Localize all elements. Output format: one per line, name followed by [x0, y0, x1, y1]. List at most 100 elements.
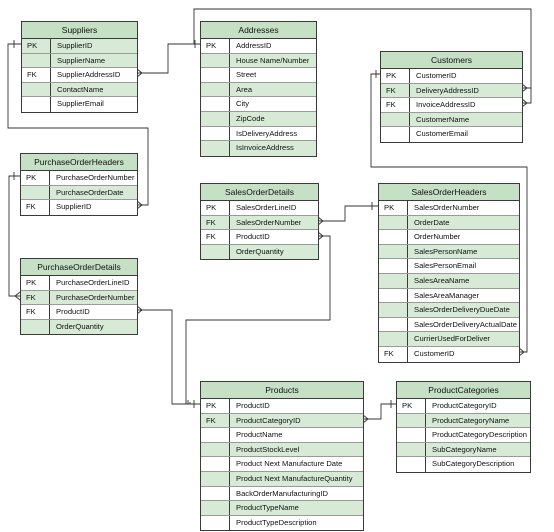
field-name: OrderNumber — [414, 232, 461, 242]
table-row: SupplierName — [22, 53, 137, 69]
table-title: PurchaseOrderHeaders — [21, 154, 137, 171]
table-row: OrderNumber — [379, 230, 519, 245]
table-row: ProductName — [201, 428, 363, 443]
field-name: PurchaseOrderLineID — [56, 278, 130, 287]
key-marker: FK — [21, 290, 50, 305]
table-row: SubCategoryName — [397, 442, 530, 458]
table-row: SalesOrderDeliveryDueDate — [379, 303, 519, 318]
table-row: SalesOrderDeliveryActualDate — [379, 317, 519, 333]
key-marker — [397, 442, 426, 457]
key-marker: FK — [22, 68, 51, 82]
key-marker — [201, 97, 230, 111]
field-name: SupplierName — [57, 55, 106, 65]
table-row: BackOrderManufacturingID — [201, 486, 363, 502]
rel-soheader-to-sodetail — [318, 205, 379, 222]
rel-sodetail-product-line — [185, 235, 331, 404]
rel-address-to-supplier — [137, 43, 201, 74]
table-row: SalesPersonEmail — [379, 259, 519, 274]
table-row: OrderQuantity — [201, 244, 318, 260]
field-name: ProductTypeDescription — [236, 517, 317, 527]
field-name: IsInvoiceAddress — [236, 143, 294, 153]
table-title: Customers — [381, 52, 522, 69]
key-marker — [381, 112, 410, 127]
table-row: FK PurchaseOrderNumber — [21, 290, 137, 306]
key-marker — [379, 273, 408, 288]
table-row: CustomerEmail — [381, 127, 522, 142]
field-name: SalesAreaManager — [414, 290, 480, 300]
table-title: Addresses — [201, 22, 316, 39]
key-marker — [22, 53, 51, 68]
key-marker: PK — [397, 399, 426, 413]
table-row: Area — [201, 82, 316, 98]
table-row: PurchaseOrderDate — [21, 185, 137, 201]
field-name: CustomerName — [416, 114, 470, 124]
table-row: SalesAreaName — [379, 273, 519, 289]
field-name: Street — [236, 70, 257, 80]
key-marker: PK — [379, 201, 408, 215]
field-name: ZipCode — [236, 113, 265, 123]
key-marker — [379, 215, 408, 230]
table-row: Product Next ManufactureQuantity — [201, 471, 363, 487]
field-name: SalesPersonName — [414, 246, 478, 256]
table-title: PurchaseOrderDetails — [21, 259, 137, 276]
field-name: CustomerEmail — [416, 129, 468, 139]
field-name: SalesPersonEmail — [414, 261, 477, 271]
table-row: ProductTypeName — [201, 501, 363, 516]
key-marker — [201, 515, 230, 531]
table-title: Products — [201, 382, 363, 399]
field-name: BackOrderManufacturingID — [236, 488, 329, 498]
table-title: SalesOrderDetails — [201, 184, 318, 201]
table-row: ProductStockLevel — [201, 442, 363, 458]
field-name: Product Next Manufacture Date — [236, 459, 343, 469]
table-row: CurrierUsedForDeliver — [379, 332, 519, 347]
key-marker: PK — [201, 399, 230, 413]
field-name: SubCategoryName — [432, 444, 497, 454]
key-marker — [201, 244, 230, 260]
key-marker: FK — [201, 413, 230, 428]
rel-supplier-to-poheader — [7, 43, 149, 206]
field-name: CustomerID — [414, 348, 455, 358]
field-name: SalesOrderNumber — [236, 217, 302, 227]
key-marker — [21, 319, 50, 335]
table-title: SalesOrderHeaders — [379, 184, 519, 201]
key-marker — [397, 457, 426, 472]
field-name: CurrierUsedForDeliver — [414, 334, 490, 344]
table-title: Suppliers — [22, 22, 137, 39]
table-row: CustomerName — [381, 112, 522, 128]
field-name: ContactName — [57, 84, 104, 94]
rel-address-to-customer-invoice — [522, 88, 532, 104]
table-row: House Name/Number — [201, 53, 316, 69]
key-marker — [22, 97, 51, 112]
field-name: ProductID — [236, 401, 270, 410]
key-marker: FK — [201, 215, 230, 230]
key-marker — [379, 303, 408, 317]
table-row: IsInvoiceAddress — [201, 141, 316, 156]
field-name: ProductCategoryName — [432, 415, 510, 425]
field-name: ProductID — [56, 307, 90, 317]
key-marker — [22, 82, 51, 97]
field-name: PurchaseOrderNumber — [56, 292, 135, 302]
rel-address-to-customer-delivery — [193, 8, 532, 89]
key-marker — [397, 413, 426, 428]
key-marker — [379, 332, 408, 346]
field-name: ProductCategoryDescription — [432, 430, 527, 440]
key-marker — [201, 53, 230, 68]
key-marker — [201, 68, 230, 82]
field-name: City — [236, 99, 250, 109]
